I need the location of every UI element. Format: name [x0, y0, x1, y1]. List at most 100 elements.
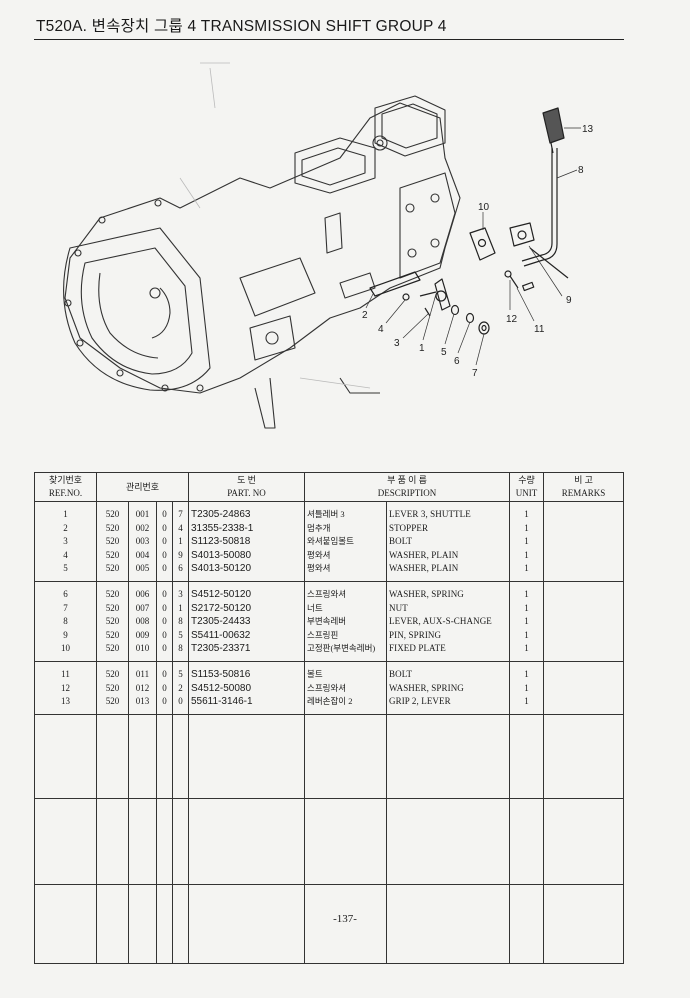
cell-remarks	[543, 562, 625, 582]
exploded-parts-diagram: 13 8 10 9 12 11 1 2 4 3 5 6 7	[63, 62, 594, 429]
cell-ref: 5	[34, 562, 97, 582]
cell-ref: 10	[34, 642, 97, 662]
callout-3: 3	[394, 338, 400, 349]
cell-unit: 1	[509, 695, 545, 715]
cell-m1: 520	[96, 521, 129, 536]
cell-kr: 멈추개	[304, 521, 387, 536]
cell-part: S1153-50816	[188, 661, 305, 682]
cell-m2: 002	[128, 521, 157, 536]
cell-kr: 너트	[304, 601, 387, 616]
cell-kr: 부변속레버	[304, 615, 387, 629]
cell-m3: 0	[156, 562, 173, 582]
cell-unit: 1	[509, 521, 545, 536]
cell-m1: 520	[96, 695, 129, 715]
cell-m4: 8	[172, 642, 189, 662]
blank-row	[34, 714, 625, 799]
cell-m4: 8	[172, 615, 189, 629]
cell-unit: 1	[509, 615, 545, 629]
cell-kr: 볼트	[304, 661, 387, 682]
callout-11: 11	[534, 324, 545, 335]
cell-m3: 0	[156, 601, 173, 616]
cell-remarks	[543, 548, 625, 563]
cell-m1: 520	[96, 681, 129, 696]
cell-ref: 12	[34, 681, 97, 696]
cell-part: S1123-50818	[188, 535, 305, 549]
cell-desc: LEVER 3, SHUTTLE	[385, 501, 511, 522]
cell-desc: STOPPER	[385, 521, 511, 536]
cell-remarks	[543, 601, 625, 616]
cell-remarks	[543, 681, 625, 696]
callout-12: 12	[506, 314, 518, 325]
cell-remarks	[543, 501, 625, 522]
cell-part: 55611-3146-1	[188, 695, 305, 715]
cell-m3: 0	[156, 661, 173, 682]
cell-kr: 와셔붙임볼트	[304, 535, 387, 549]
cell-m1: 520	[96, 661, 129, 682]
cell-ref: 2	[34, 521, 97, 536]
cell-desc: FIXED PLATE	[385, 642, 511, 662]
cell-m4: 9	[172, 548, 189, 563]
cell-desc: BOLT	[385, 661, 511, 682]
cell-m3: 0	[156, 521, 173, 536]
cell-m4: 2	[172, 681, 189, 696]
callout-4: 4	[378, 324, 384, 335]
cell-m3: 0	[156, 501, 173, 522]
cell-part: 31355-2338-1	[188, 521, 305, 536]
cell-desc: WASHER, SPRING	[385, 681, 511, 696]
cell-desc: NUT	[385, 601, 511, 616]
cell-part: S4013-50120	[188, 562, 305, 582]
cell-m1: 520	[96, 562, 129, 582]
cell-remarks	[543, 628, 625, 643]
cell-desc: PIN, SPRING	[385, 628, 511, 643]
cell-ref: 7	[34, 601, 97, 616]
callout-9: 9	[566, 295, 572, 306]
header-mgmt: 관리번호	[96, 472, 189, 502]
cell-part: S2172-50120	[188, 601, 305, 616]
cell-m3: 0	[156, 695, 173, 715]
cell-kr: 셔틀레버 3	[304, 501, 387, 522]
cell-ref: 4	[34, 548, 97, 563]
callout-2: 2	[362, 310, 368, 321]
callout-6: 6	[454, 356, 460, 367]
cell-part: S4013-50080	[188, 548, 305, 563]
cell-part: S4512-50080	[188, 681, 305, 696]
cell-unit: 1	[509, 548, 545, 563]
cell-m3: 0	[156, 615, 173, 629]
cell-remarks	[543, 695, 625, 715]
cell-kr: 고정판(부변속레버)	[304, 642, 387, 662]
cell-ref: 11	[34, 661, 97, 682]
cell-part: T2305-24863	[188, 501, 305, 522]
cell-desc: WASHER, SPRING	[385, 581, 511, 602]
page-title: T520A. 변속장치 그룹 4 TRANSMISSION SHIFT GROU…	[36, 18, 447, 35]
cell-part: T2305-24433	[188, 615, 305, 629]
cell-m3: 0	[156, 581, 173, 602]
cell-part: S5411-00632	[188, 628, 305, 643]
cell-m1: 520	[96, 642, 129, 662]
cell-ref: 8	[34, 615, 97, 629]
cell-remarks	[543, 521, 625, 536]
cell-m2: 003	[128, 535, 157, 549]
cell-part: T2305-23371	[188, 642, 305, 662]
cell-m4: 5	[172, 661, 189, 682]
cell-unit: 1	[509, 661, 545, 682]
cell-desc: WASHER, PLAIN	[385, 562, 511, 582]
cell-m4: 0	[172, 695, 189, 715]
cell-kr: 평와셔	[304, 548, 387, 563]
cell-remarks	[543, 581, 625, 602]
